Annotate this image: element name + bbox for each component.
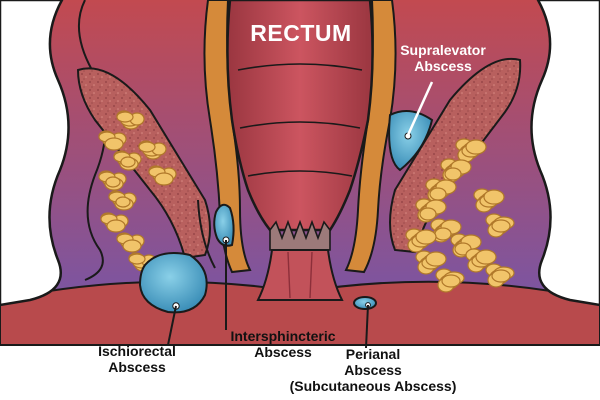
fat-lobule — [491, 219, 511, 233]
perianal-abscess-label: Perianal Abscess (Subcutaneous Abscess) — [268, 346, 478, 394]
perianal-label-line-1: Perianal — [345, 346, 401, 362]
fat-lobule — [491, 269, 511, 283]
rectum — [226, 0, 374, 251]
supralevator-abscess-label: Supralevator Abscess — [378, 42, 508, 74]
fat-lobule — [483, 189, 505, 205]
ischiorectal-abscess-label: Ischiorectal Abscess — [82, 343, 192, 375]
leader-supralevator — [406, 81, 434, 136]
fat-lobule — [425, 251, 447, 267]
intersphincteric-abscess-label: Intersphincteric Abscess — [218, 328, 348, 360]
supralevator-label-line-2: Abscess — [414, 58, 472, 74]
intersphincteric-abscess — [213, 203, 235, 247]
fat-lobule — [441, 274, 461, 288]
ischiorectal-label-line-2: Abscess — [108, 359, 166, 375]
fat-lobule — [465, 139, 487, 155]
intersphincteric-label-line-2: Abscess — [254, 344, 312, 360]
ischiorectal-abscess — [138, 252, 208, 314]
fat-lobule — [419, 207, 437, 221]
fat-lobule — [429, 187, 447, 201]
ischiorectal-label-line-1: Ischiorectal — [98, 343, 176, 359]
fat-lobule — [105, 176, 121, 188]
perianal-label-line-2: Abscess — [344, 362, 402, 378]
rectum-label: RECTUM — [250, 20, 352, 46]
pelvic-bone-left — [0, 0, 107, 307]
leader-ischiorectal — [167, 305, 177, 346]
supralevator-label-line-1: Supralevator — [400, 42, 486, 58]
levator-muscle-left — [76, 67, 211, 260]
fat-lobules-left — [98, 110, 177, 272]
fat-lobule — [154, 172, 174, 186]
perianal-label-line-3: (Subcutaneous Abscess) — [289, 378, 457, 394]
leader-lines — [406, 81, 434, 136]
fat-lobule — [115, 196, 131, 208]
fat-lobule — [106, 219, 126, 233]
fat-lobule — [128, 253, 146, 265]
fat-lobule — [116, 111, 134, 123]
fat-lobule — [475, 249, 497, 265]
anal-canal — [256, 249, 344, 301]
fat-lobule — [120, 156, 136, 168]
pelvic-bone-right — [530, 0, 600, 307]
fat-lobule — [122, 239, 142, 253]
perianal-abscess — [353, 296, 377, 310]
fat-lobule — [104, 137, 124, 151]
fat-lobule — [138, 141, 156, 153]
fat-lobule — [415, 229, 437, 245]
fat-lobule — [444, 167, 462, 181]
fat-lobules-right — [405, 138, 515, 293]
intersphincteric-label-line-1: Intersphincteric — [230, 328, 336, 344]
leader-perianal — [365, 304, 369, 349]
leader-lines-dark — [167, 240, 369, 349]
fat-lobule — [434, 227, 452, 241]
